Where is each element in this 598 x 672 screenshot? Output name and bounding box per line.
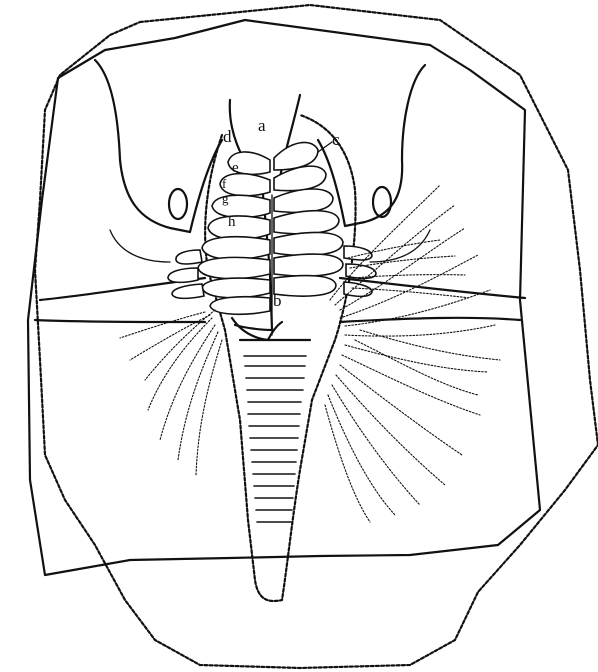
label-g: g [222, 191, 229, 206]
rib [274, 276, 336, 297]
rib [274, 254, 343, 276]
slab-outline-dashed [35, 5, 598, 668]
rib [202, 278, 270, 298]
rib [198, 257, 270, 278]
rib [202, 237, 270, 260]
counterpart-outline [28, 20, 540, 575]
rib [274, 189, 333, 212]
lateral-bars-left [168, 250, 204, 298]
label-e: e [232, 160, 239, 176]
label-b: b [273, 291, 282, 310]
rib [274, 232, 343, 255]
rib [274, 211, 339, 234]
rib [212, 195, 270, 217]
label-d: d [223, 127, 232, 146]
right-oval [373, 187, 391, 217]
label-c: c [332, 130, 340, 149]
left-oval [169, 189, 187, 219]
ribs-right [274, 142, 343, 296]
label-f: f [222, 176, 227, 191]
head-shield-outline [95, 60, 222, 232]
label-a: a [258, 116, 266, 135]
rib [210, 297, 270, 315]
fan-lines-left [120, 310, 222, 475]
ring-inner [110, 230, 170, 262]
bar [172, 284, 204, 298]
rib [208, 216, 270, 239]
bar [168, 268, 198, 282]
label-h: h [228, 214, 236, 230]
ribs-left [198, 152, 270, 314]
trunk-shield [35, 318, 520, 322]
bar [176, 250, 202, 264]
fan-lines-right [325, 185, 500, 522]
